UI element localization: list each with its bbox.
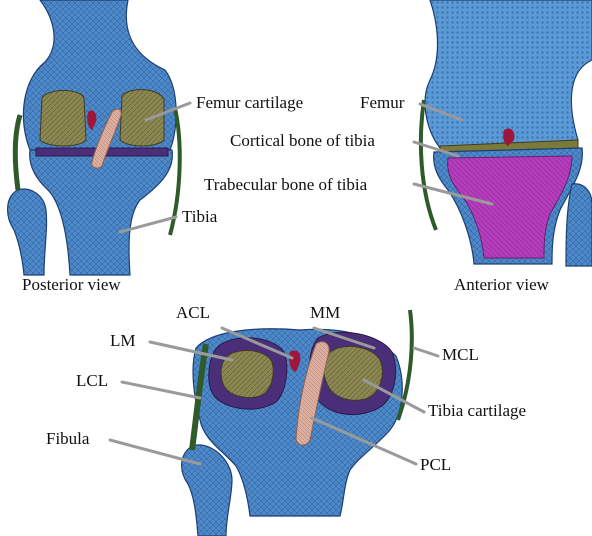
anterior-femur [425, 0, 592, 148]
label-femur-cartilage: Femur cartilage [196, 93, 303, 112]
label-acl: ACL [176, 303, 210, 322]
posterior-lcl [15, 115, 20, 190]
caption-posterior-view: Posterior view [22, 275, 121, 294]
caption-anterior-view: Anterior view [454, 275, 550, 294]
label-pcl: PCL [420, 455, 451, 474]
label-mm: MM [310, 303, 340, 322]
anterior-view [421, 0, 592, 266]
label-femur: Femur [360, 93, 405, 112]
label-mcl: MCL [442, 345, 479, 364]
posterior-femur-cartilage-right [120, 90, 164, 146]
leader-lcl [122, 382, 200, 398]
leader-mcl [414, 348, 438, 356]
label-lcl: LCL [76, 371, 108, 390]
posterior-fibula [8, 189, 47, 275]
bottom-view [182, 310, 412, 536]
label-trabecular-bone: Trabecular bone of tibia [204, 175, 368, 194]
bottom-lateral-cartilage [221, 350, 273, 397]
label-tibia: Tibia [182, 207, 218, 226]
label-lm: LM [110, 331, 136, 350]
bottom-fibula [182, 445, 232, 536]
label-tibia-cartilage: Tibia cartilage [428, 401, 526, 420]
posterior-view [8, 0, 180, 275]
posterior-femur-cartilage-left [40, 91, 86, 147]
posterior-tibia [30, 150, 173, 275]
bottom-medial-cartilage [324, 346, 383, 400]
anterior-fibula [566, 184, 592, 266]
label-fibula: Fibula [46, 429, 90, 448]
label-cortical-bone: Cortical bone of tibia [230, 131, 375, 150]
